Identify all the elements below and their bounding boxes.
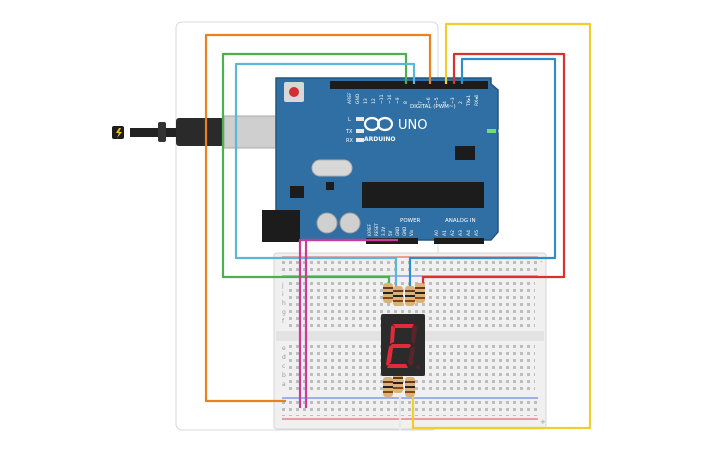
row-letter: e <box>282 345 286 352</box>
row-letter: b <box>282 372 286 379</box>
wire-lightblue[interactable] <box>234 62 416 290</box>
pin-label: 5V <box>388 230 393 236</box>
segment-g <box>390 344 411 348</box>
wire-green[interactable] <box>221 52 408 290</box>
wire-red[interactable] <box>421 52 566 290</box>
pin-label: A0 <box>434 230 440 236</box>
analog-header-labels: A0 A1 A2 A3 A4 A5 <box>434 230 480 236</box>
breadboard-row-letters-bottom: e d c b a <box>282 345 286 388</box>
pin-label: GND <box>402 227 407 236</box>
breadboard-row-letters-top: j i h g f <box>281 282 286 325</box>
capacitor <box>339 212 361 234</box>
icsp-header <box>455 146 475 160</box>
pin-label: A5 <box>474 230 480 236</box>
wires[interactable] <box>204 22 592 430</box>
pin-label: ~11 <box>379 94 385 104</box>
wire-magenta-2[interactable] <box>304 238 398 408</box>
pin-label: Vin <box>409 229 414 236</box>
led-label: L <box>348 117 351 123</box>
resistor[interactable] <box>393 286 403 306</box>
pin-label: A1 <box>442 230 448 236</box>
pin-label: RESET <box>374 223 379 236</box>
pin-label: IOREF <box>367 223 372 236</box>
segment-b <box>411 325 417 344</box>
on-label: ON <box>498 129 506 135</box>
arduino-logo: ARDUINO <box>363 116 395 143</box>
resistor[interactable] <box>415 283 425 303</box>
resistor[interactable] <box>383 377 393 397</box>
segment-a <box>393 324 414 328</box>
pin-label: A4 <box>466 230 472 236</box>
microcontroller-chip <box>362 182 484 208</box>
pin-label: ~3 <box>450 97 456 104</box>
usb-cable[interactable] <box>112 115 277 149</box>
pin-label: 12 <box>371 98 377 104</box>
segment-dp <box>416 365 420 369</box>
segment-c <box>408 346 415 366</box>
resistor[interactable] <box>393 373 403 393</box>
lightning-icon <box>116 128 122 138</box>
segment-e <box>386 346 393 366</box>
analog-header-title: ANALOG IN <box>445 218 476 224</box>
onboard-leds: L TX RX <box>345 117 364 144</box>
seven-segment-display[interactable] <box>381 314 425 376</box>
row-letter: d <box>282 354 286 361</box>
power-header-title: POWER <box>400 218 421 224</box>
rail-sign-minus: - <box>540 258 543 266</box>
small-chip <box>326 182 334 190</box>
power-header-labels: IOREF RESET 3.3V 5V GND GND Vin <box>367 223 414 236</box>
pin-label: A2 <box>450 230 456 236</box>
pin-label: 13 <box>363 98 369 104</box>
row-letter: g <box>282 309 286 316</box>
board-model-label: UNO <box>398 118 427 133</box>
barrel-jack <box>262 210 300 242</box>
pin-label: 4 <box>442 101 448 104</box>
resistor[interactable] <box>383 283 393 303</box>
row-letter: h <box>282 300 286 307</box>
resistors[interactable] <box>383 283 425 397</box>
row-letter: c <box>282 363 285 370</box>
pin-label: TX▸1 <box>466 95 472 107</box>
pin-label: GND <box>395 227 400 236</box>
pin-label: ~5 <box>434 97 440 104</box>
pin-label: ~10 <box>387 94 393 104</box>
pin-label: 3.3V <box>381 227 386 236</box>
row-letter: a <box>282 381 286 388</box>
segment-d <box>387 364 408 368</box>
brand-label: ARDUINO <box>364 136 395 143</box>
led-label: RX <box>346 138 353 144</box>
digital-header-title: DIGITAL (PWM~) <box>410 104 456 110</box>
capacitor <box>316 212 338 234</box>
resistor[interactable] <box>405 286 415 306</box>
pin-label: 8 <box>403 101 409 104</box>
analog-header <box>434 238 484 244</box>
row-letter: j <box>281 282 284 289</box>
reset-button-cap <box>289 87 299 97</box>
arduino-uno-board[interactable]: AREF GND 13 12 ~11 ~10 ~9 8 7 ~6 ~5 4 ~3… <box>262 77 506 244</box>
digital-header <box>330 81 488 89</box>
pin-label: 2 <box>458 101 464 104</box>
segment-f <box>390 325 395 344</box>
led-label: TX <box>345 129 353 135</box>
regulator-chip <box>290 186 304 198</box>
row-letter: f <box>282 318 285 325</box>
crystal <box>311 159 353 177</box>
wire-yellow[interactable] <box>411 22 592 430</box>
pin-label: RX◂0 <box>474 95 480 106</box>
wire-blue[interactable] <box>408 57 557 290</box>
wire-orange[interactable] <box>204 33 432 403</box>
resistor[interactable] <box>405 377 415 397</box>
pin-label: ~9 <box>395 97 401 104</box>
row-letter: i <box>282 291 284 298</box>
pin-label: GND <box>355 93 361 104</box>
pin-label: ~6 <box>426 97 432 104</box>
pin-label: 7 <box>418 101 424 104</box>
rail-sign-plus: + <box>540 418 546 426</box>
pin-label: A3 <box>458 230 464 236</box>
pin-label: AREF <box>347 92 353 104</box>
breadboard-rail-signs: - + <box>540 258 546 426</box>
power-led <box>487 129 496 133</box>
digital-header-labels: AREF GND 13 12 ~11 ~10 ~9 8 7 ~6 ~5 4 ~3… <box>347 92 480 107</box>
